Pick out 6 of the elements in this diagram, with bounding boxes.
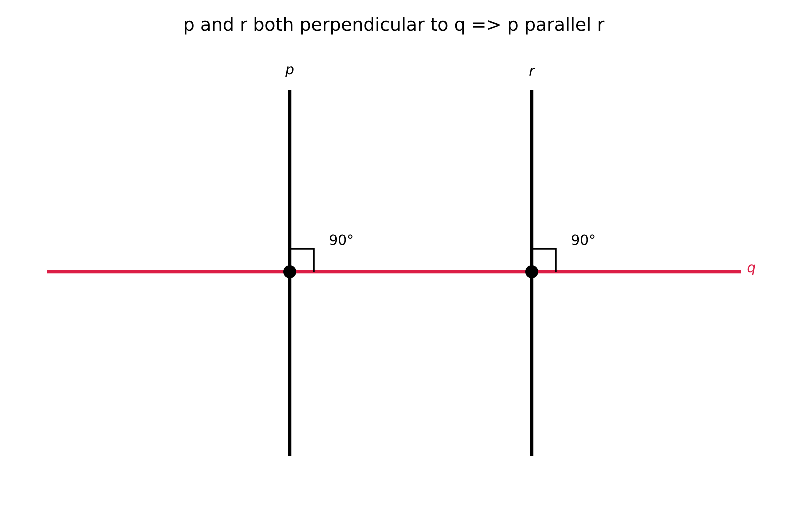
title: p and r both perpendicular to q => p parallel r bbox=[185, 17, 605, 35]
line-label: p bbox=[286, 66, 294, 78]
line-label: 90° bbox=[572, 234, 595, 246]
line-label: r bbox=[530, 68, 536, 76]
line-label: 90° bbox=[330, 234, 353, 246]
line-label: q bbox=[748, 264, 756, 276]
